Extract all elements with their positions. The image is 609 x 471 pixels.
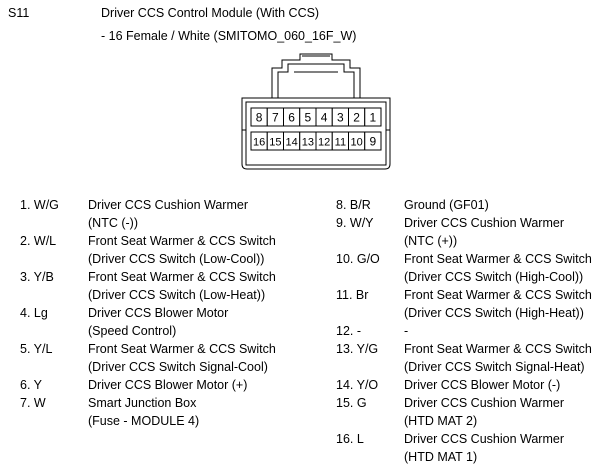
pin-id: 12. - (336, 324, 362, 338)
pin-description: (Driver CCS Switch (High-Cool)) (404, 270, 584, 284)
pin-number: 9 (370, 135, 377, 149)
connector-subtitle: - 16 Female / White (SMITOMO_060_16F_W) (101, 29, 357, 43)
connector-body (241, 97, 391, 170)
pin-id: 14. Y/O (336, 378, 379, 392)
pin-description: (NTC (+)) (404, 234, 458, 248)
pin-description: (Driver CCS Switch Signal-Cool) (88, 360, 268, 374)
pin-description: Driver CCS Cushion Warmer (404, 396, 564, 410)
pin-description: Front Seat Warmer & CCS Switch (88, 342, 276, 356)
pin-description: (NTC (-)) (88, 216, 138, 230)
pin-number: 10 (351, 137, 363, 149)
pin-id: 13. Y/G (336, 342, 379, 356)
pin-description: (Driver CCS Switch (Low-Cool)) (88, 252, 265, 266)
connector-title: Driver CCS Control Module (With CCS) (101, 6, 320, 20)
pin-description: Front Seat Warmer & CCS Switch (404, 342, 592, 356)
pin-description: Front Seat Warmer & CCS Switch (404, 252, 592, 266)
pin-description: (Driver CCS Switch (High-Heat)) (404, 306, 584, 320)
pin-cavity (364, 107, 382, 127)
pin-description: Smart Junction Box (88, 396, 197, 410)
pin-id: 10. G/O (336, 252, 380, 266)
pin-description: (Speed Control) (88, 324, 177, 338)
pin-description: Ground (GF01) (404, 198, 489, 212)
pin-description: Driver CCS Blower Motor (88, 306, 229, 320)
pin-description: Front Seat Warmer & CCS Switch (404, 288, 592, 302)
pin-number: 6 (288, 111, 295, 125)
connector-latch (271, 53, 361, 98)
pin-description: Front Seat Warmer & CCS Switch (88, 270, 276, 284)
pin-description: Driver CCS Cushion Warmer (404, 216, 564, 230)
connector-code: S11 (8, 6, 30, 20)
pin-number: 1 (370, 111, 377, 125)
pin-number: 3 (337, 111, 344, 125)
pin-id: 9. W/Y (336, 216, 374, 230)
pin-number: 13 (302, 137, 314, 149)
pin-number: 5 (305, 111, 312, 125)
pin-number: 4 (321, 111, 328, 125)
pin-number: 15 (269, 137, 281, 149)
pin-id: 7. W (20, 396, 46, 410)
pin-description: (Driver CCS Switch Signal-Heat) (404, 360, 585, 374)
pin-id: 3. Y/B (20, 270, 54, 284)
pin-cavity (364, 131, 382, 151)
pin-number: 8 (256, 111, 263, 125)
pin-description: (HTD MAT 1) (404, 450, 478, 464)
pin-id: 1. W/G (20, 198, 59, 212)
pin-number: 14 (286, 137, 298, 149)
pin-number: 16 (253, 137, 265, 149)
pin-id: 5. Y/L (20, 342, 53, 356)
pin-description: (HTD MAT 2) (404, 414, 478, 428)
pin-id: 6. Y (20, 378, 43, 392)
pin-description: Driver CCS Cushion Warmer (404, 432, 564, 446)
pin-description: Driver CCS Cushion Warmer (88, 198, 248, 212)
pin-number: 12 (318, 137, 330, 149)
pin-id: 4. Lg (20, 306, 48, 320)
pin-number: 2 (353, 111, 360, 125)
pin-id: 2. W/L (20, 234, 57, 248)
pin-description: (Fuse - MODULE 4) (88, 414, 200, 428)
pin-description: Driver CCS Blower Motor (+) (88, 378, 248, 392)
pin-description: (Driver CCS Switch (Low-Heat)) (88, 288, 266, 302)
pin-id: 15. G (336, 396, 367, 410)
pin-number: 7 (272, 111, 279, 125)
pin-number: 11 (335, 137, 346, 149)
pin-description: - (404, 324, 409, 338)
pin-description: Front Seat Warmer & CCS Switch (88, 234, 276, 248)
pin-id: 11. Br (336, 288, 369, 302)
pin-id: 16. L (336, 432, 364, 446)
pin-description: Driver CCS Blower Motor (-) (404, 378, 561, 392)
pin-id: 8. B/R (336, 198, 371, 212)
